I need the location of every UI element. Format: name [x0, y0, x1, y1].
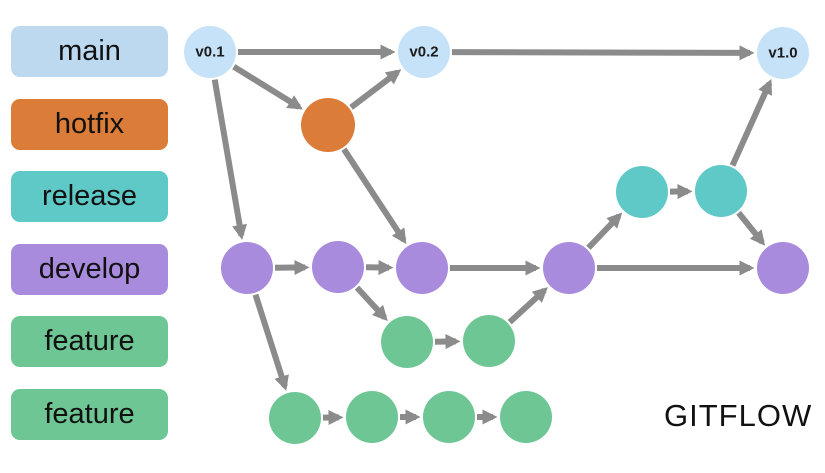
commit-label-v1.0: v1.0	[768, 45, 797, 62]
edge-v0.1-to-develop-1	[211, 79, 248, 240]
commit-node-v0.2	[398, 26, 450, 78]
edge-develop-1-to-feature2-1	[252, 293, 289, 391]
legend-main: main	[11, 26, 168, 77]
legend-release: release	[11, 171, 168, 222]
commit-node-feature2-4	[500, 391, 552, 443]
legend-hotfix: hotfix	[11, 98, 168, 150]
branch-legend: main hotfix release develop feature feature	[11, 26, 168, 440]
legend-label-hotfix: hotfix	[54, 107, 125, 140]
legend-label-release: release	[41, 180, 138, 212]
commit-node-feature2-3	[423, 391, 475, 443]
commit-node-feature2-1	[269, 392, 321, 444]
legend-label-develop: develop	[38, 252, 141, 285]
legend-feature-2: feature	[11, 388, 168, 440]
edge-hotfix-1-to-develop-3	[341, 147, 407, 245]
commit-node-develop-3	[396, 242, 448, 294]
legend-feature-1: feature	[11, 316, 168, 367]
commit-node-hotfix-1	[301, 98, 355, 152]
commit-node-feature1-2	[463, 315, 515, 367]
commit-node-release-2	[695, 165, 747, 217]
edge-develop-4-to-release-1	[586, 212, 623, 250]
legend-label-feature-2: feature	[44, 397, 135, 430]
commit-node-feature1-1	[381, 316, 433, 368]
edge-v0.2-to-v1.0	[451, 45, 755, 61]
legend-label-feature-1: feature	[44, 325, 135, 357]
edge-feature1-2-to-develop-4	[507, 287, 548, 325]
edge-hotfix-1-to-v0.2	[349, 69, 402, 110]
edge-v0.1-to-hotfix-1	[232, 64, 303, 110]
commit-node-develop-1	[221, 242, 273, 294]
commit-node-feature2-2	[346, 391, 398, 443]
commit-node-release-1	[616, 166, 668, 218]
commit-node-develop-4	[543, 242, 595, 294]
legend-develop: develop	[11, 243, 168, 295]
commit-node-develop-2	[312, 241, 364, 293]
legend-label-main: main	[58, 35, 121, 67]
edge-develop-2-to-feature1-1	[354, 285, 388, 322]
commit-node-v0.1	[184, 26, 236, 78]
commit-label-v0.1: v0.1	[195, 44, 224, 61]
commit-label-v0.2: v0.2	[409, 44, 438, 61]
edge-release-2-to-develop-5	[736, 210, 766, 246]
commit-node-v1.0	[757, 27, 809, 79]
diagram-title: GITFLOW	[664, 398, 813, 433]
edge-release-2-to-v1.0	[729, 78, 773, 167]
commit-node-develop-5	[757, 242, 809, 294]
